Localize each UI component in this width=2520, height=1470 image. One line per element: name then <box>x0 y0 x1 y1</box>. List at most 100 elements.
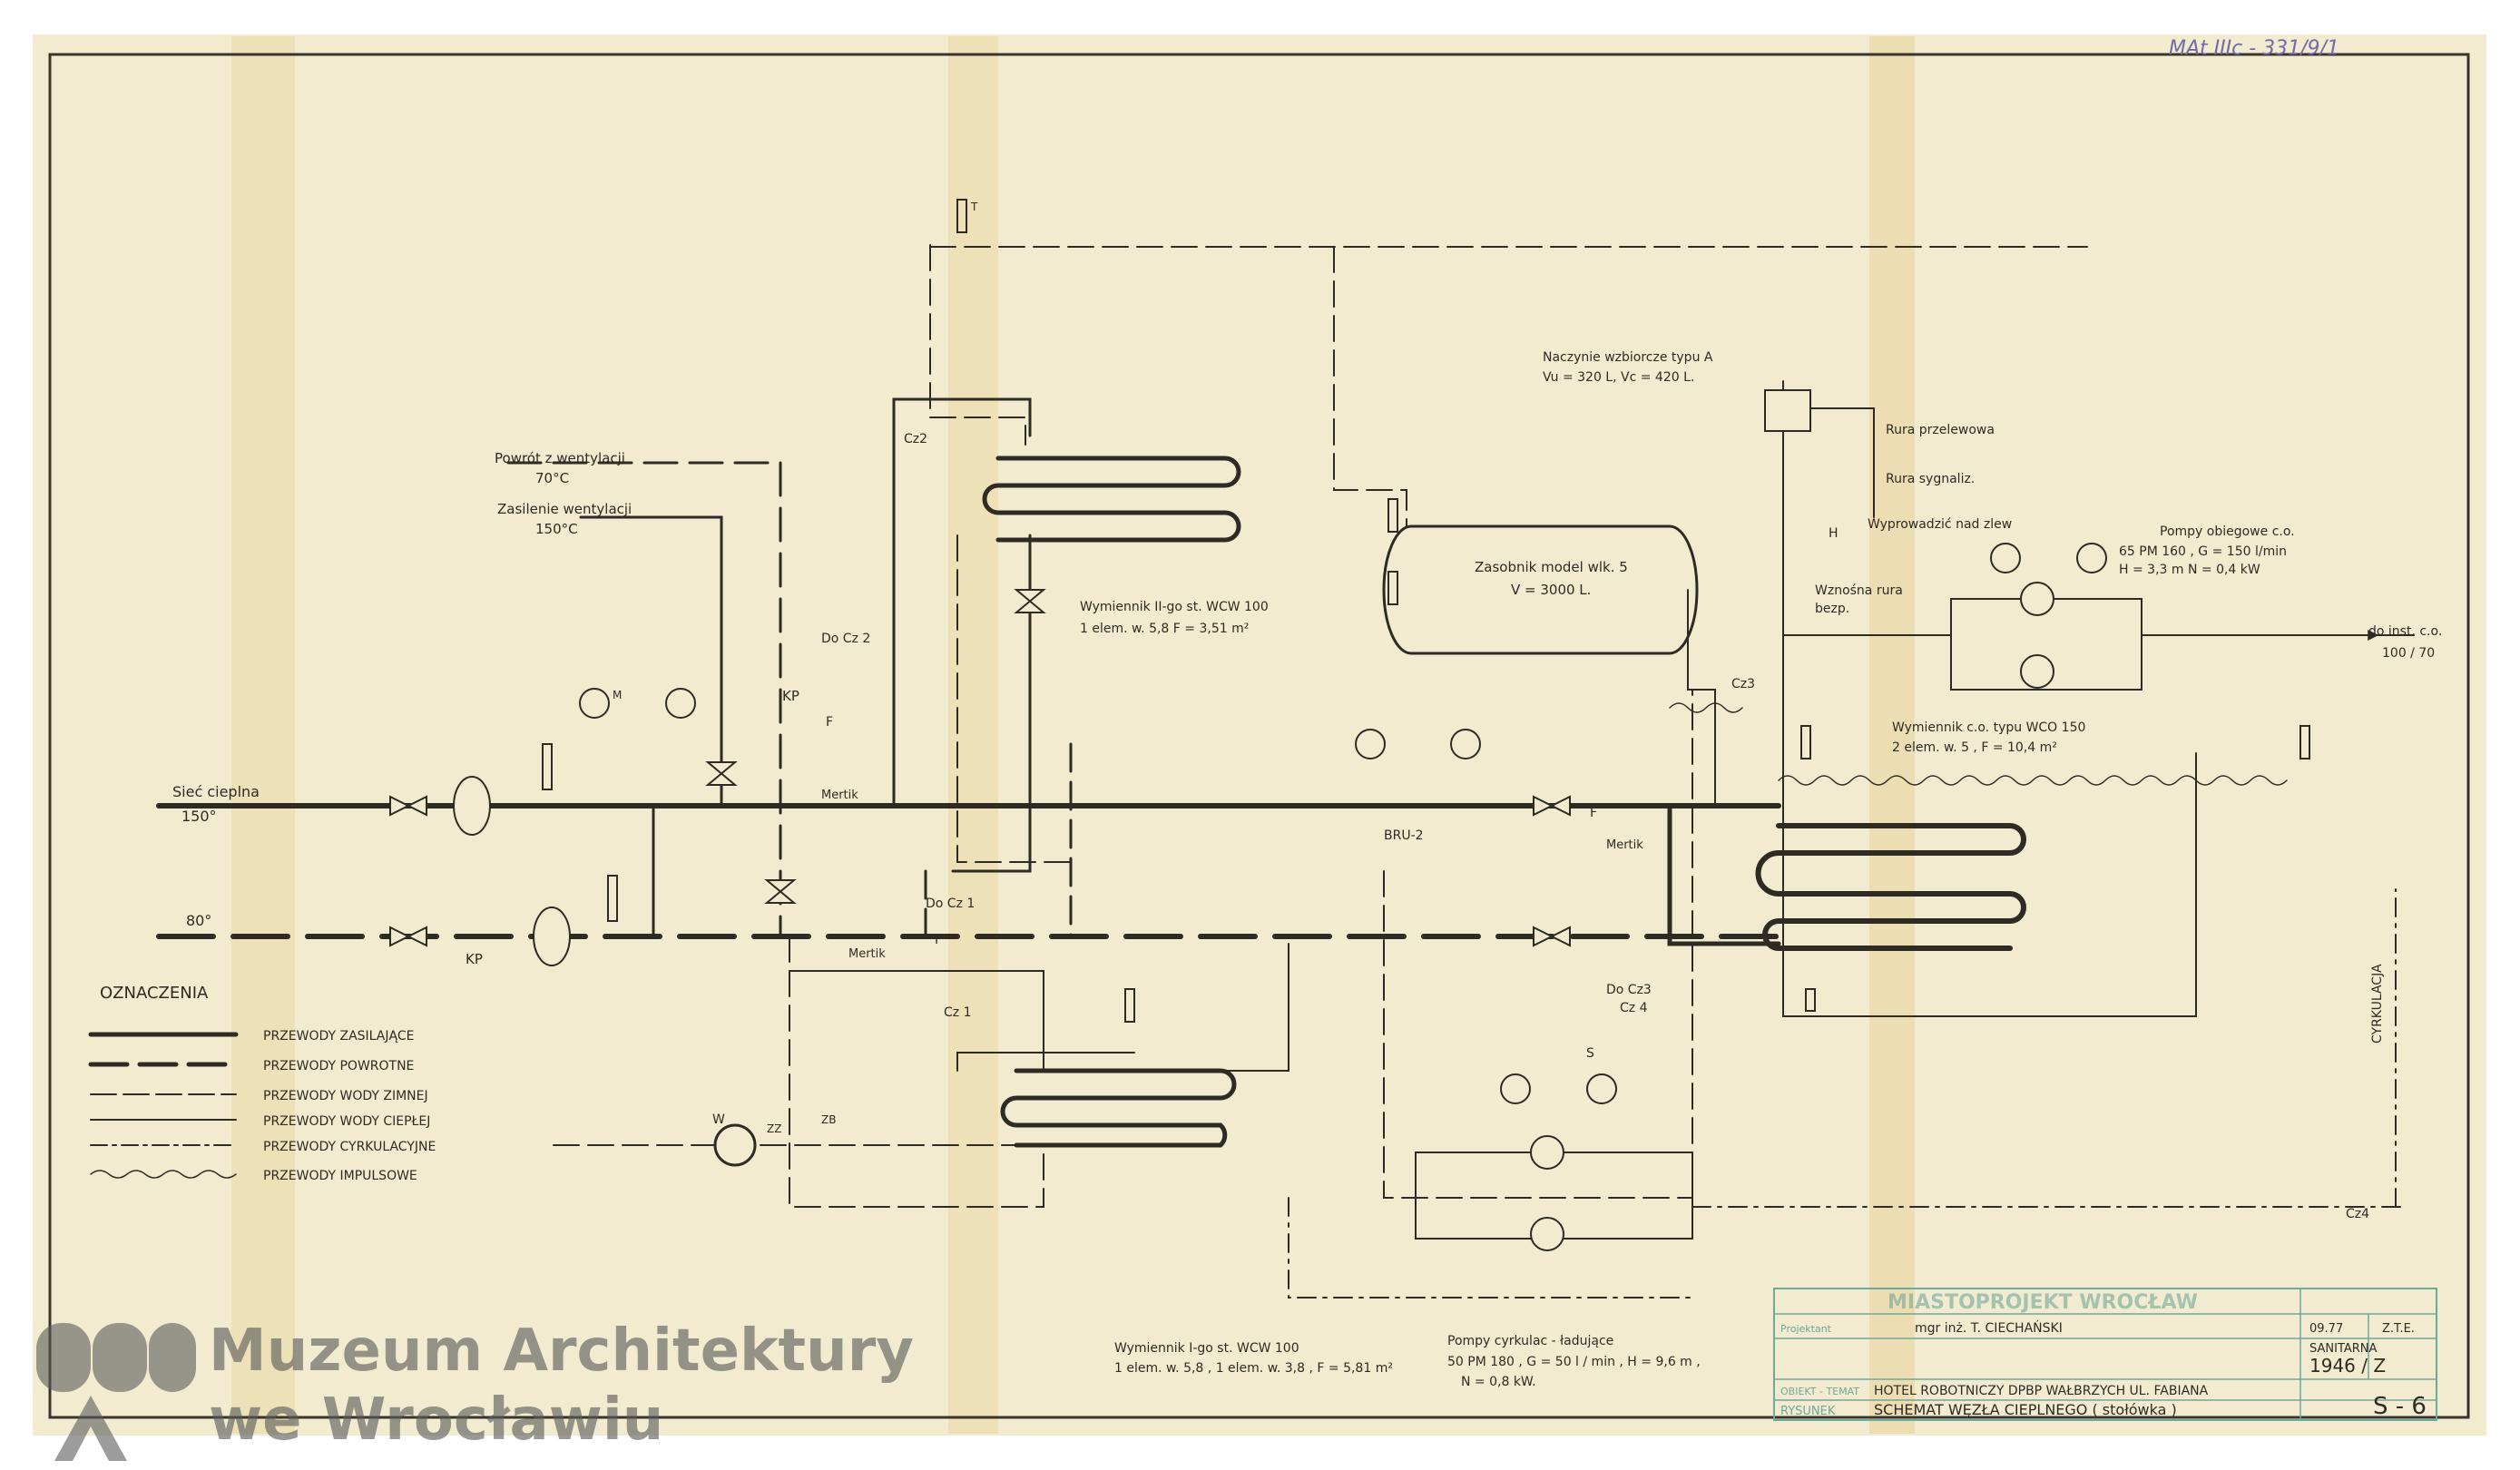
manometer-icon <box>1500 1073 1531 1104</box>
tank-out <box>1687 589 1716 807</box>
paper-stain <box>231 36 295 1434</box>
tb-obiekt: HOTEL ROBOTNICZY DPBP WAŁBRZYCH UL. FABI… <box>1874 1384 2209 1398</box>
label-powrot-temp: 70°C <box>535 470 569 486</box>
pump-icon <box>2020 582 2054 616</box>
tb-dept: Z.T.E. <box>2382 1322 2415 1336</box>
label-rura-sygnaliz: Rura sygnaliz. <box>1886 472 1975 486</box>
label-kp1: KP <box>466 951 483 967</box>
tb-number: 1946 / Z <box>2309 1355 2386 1377</box>
thermometer-icon <box>1124 988 1135 1023</box>
wcw2-down-pipe <box>951 534 1032 873</box>
wcw1-return <box>789 936 1044 1208</box>
tb-projektant-label: Projektant <box>1780 1323 1832 1335</box>
legend-label-cold: PRZEWODY WODY ZIMNEJ <box>263 1089 428 1103</box>
label-naczynie-a: Naczynie wzbiorcze typu A <box>1543 350 1713 365</box>
legend-label-circ: PRZEWODY CYRKULACYJNE <box>263 1140 436 1154</box>
label-return-temp: 80° <box>186 912 211 929</box>
archive-code: MAt IIIc - 331/9/1 <box>2169 37 2339 60</box>
legend-title: OZNACZENIA <box>100 984 209 1003</box>
label-pompy-cyrk-a: Pompy cyrkulac - ładujące <box>1447 1334 1613 1348</box>
label-mertik3: Mertik <box>1606 838 1643 852</box>
label-h: H <box>1829 526 1839 541</box>
valve-icon <box>1014 589 1046 613</box>
label-wym2-b: 1 elem. w. 5,8 F = 3,51 m² <box>1080 622 1249 636</box>
pump-icon <box>1530 1217 1564 1251</box>
label-pompy-b: 65 PM 160 , G = 150 l/min <box>2119 544 2287 559</box>
legend-label-return: PRZEWODY POWROTNE <box>263 1059 414 1073</box>
tb-date: 09.77 <box>2309 1322 2343 1336</box>
thermometer-icon <box>2299 725 2310 760</box>
label-mertik2: Mertik <box>848 947 886 961</box>
valve-icon <box>1533 926 1571 947</box>
watermark-line1: Muzeum Architektury <box>209 1318 914 1385</box>
label-wymco-b: 2 elem. w. 5 , F = 10,4 m² <box>1892 740 2057 755</box>
thermometer-icon <box>956 199 967 233</box>
label-cz4-a: Cz 4 <box>1620 1001 1648 1015</box>
paper-stain <box>948 36 998 1434</box>
exchanger-i-coil <box>1000 1068 1237 1148</box>
pump-icon <box>1530 1135 1564 1170</box>
museum-watermark: Muzeum Architektury we Wrocławiu <box>36 1316 926 1470</box>
co-exchanger-coil <box>1755 823 2026 951</box>
label-wym2-a: Wymiennik II-go st. WCW 100 <box>1080 600 1269 614</box>
label-bru: BRU-2 <box>1384 828 1424 843</box>
label-cz2: Cz2 <box>904 432 927 446</box>
co-primary <box>1649 803 1781 946</box>
label-f3: F <box>1590 806 1597 820</box>
valve-icon <box>389 926 427 947</box>
circulation-line <box>1288 1197 1693 1298</box>
label-siec-temp: 150° <box>181 808 217 825</box>
valve-icon <box>764 879 797 904</box>
paper-stain <box>1869 36 1915 1434</box>
label-kp2: KP <box>782 688 799 704</box>
label-naczynie-b: Vu = 320 L, Vc = 420 L. <box>1543 370 1694 385</box>
drawing-frame <box>48 53 2470 1419</box>
wcw1-out <box>1220 943 1289 1072</box>
label-docz1: Do Cz 1 <box>926 897 975 911</box>
museum-logo-icon <box>36 1323 196 1461</box>
label-s: S <box>1586 1046 1594 1061</box>
watermark-line2: we Wrocławiu <box>209 1387 664 1454</box>
label-zasobnik-a: Zasobnik model wlk. 5 <box>1475 559 1628 575</box>
pump-icon <box>2020 654 2054 689</box>
label-doinst-b: 100 / 70 <box>2382 646 2435 661</box>
ventilation-return-line <box>506 461 782 936</box>
label-cz4: Cz4 <box>2346 1207 2369 1221</box>
label-m: M <box>613 689 622 701</box>
legend-label-impulse: PRZEWODY IMPULSOWE <box>263 1169 417 1183</box>
label-pompy-c: H = 3,3 m N = 0,4 kW <box>2119 563 2260 577</box>
tb-obiekt-label: OBIEKT - TEMAT <box>1780 1386 1859 1397</box>
thermometer-icon <box>1387 498 1398 533</box>
separator-icon <box>453 776 491 836</box>
thermometer-icon <box>1800 725 1811 760</box>
label-siec: Sieć cieplna <box>172 783 260 800</box>
wcw2-supply-pipe <box>892 397 1032 808</box>
drawing-sheet <box>33 34 2486 1436</box>
tb-rysunek: SCHEMAT WĘZŁA CIEPLNEGO ( stołówka ) <box>1874 1401 2177 1418</box>
label-zasilenie: Zasilenie wentylacji <box>497 501 632 517</box>
label-docz2: Do Cz 2 <box>821 632 870 646</box>
label-f1: F <box>826 715 833 730</box>
label-w: W <box>712 1112 725 1127</box>
thermometer-icon <box>1387 571 1398 605</box>
label-pompy-cyrk-c: N = 0,8 kW. <box>1461 1375 1536 1389</box>
storage-tank <box>1382 524 1699 655</box>
label-wyprowadzic: Wyprowadzić nad zlew <box>1868 517 2012 532</box>
co-riser <box>1782 380 2197 1017</box>
valve-icon <box>1533 795 1571 817</box>
thermometer-icon <box>607 875 618 922</box>
label-zasilenie-temp: 150°C <box>535 521 578 537</box>
water-meter-icon <box>713 1123 757 1167</box>
tank-feed-line <box>1333 246 1407 527</box>
manometer-icon <box>1450 729 1481 760</box>
tb-branch: SANITARNA <box>2309 1342 2378 1356</box>
separator-icon <box>533 906 571 966</box>
expansion-vessel <box>1764 389 1811 432</box>
legend-label-supply: PRZEWODY ZASILAJĄCE <box>263 1029 414 1044</box>
label-wym1-a: Wymiennik I-go st. WCW 100 <box>1114 1341 1299 1356</box>
label-zz: ZZ <box>767 1122 781 1135</box>
valve-icon <box>389 795 427 817</box>
title-block <box>1773 1288 2437 1421</box>
label-cz3: Cz3 <box>1731 677 1755 691</box>
